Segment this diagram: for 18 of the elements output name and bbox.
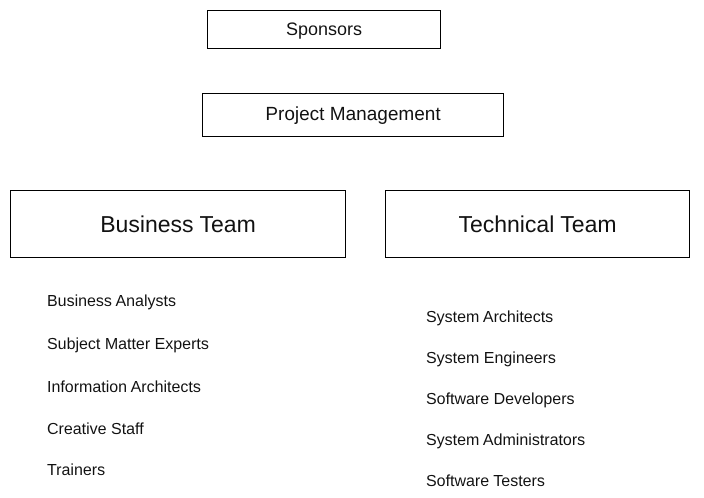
role-label: Business Analysts: [47, 293, 176, 311]
box-label: Technical Team: [458, 210, 617, 238]
role-label: Software Testers: [426, 473, 545, 491]
role-label: System Engineers: [426, 350, 556, 368]
role-label: Software Developers: [426, 391, 575, 409]
box-label: Project Management: [265, 104, 441, 126]
box-label: Business Team: [100, 210, 256, 238]
role-label: Creative Staff: [47, 421, 144, 439]
role-label: Information Architects: [47, 379, 201, 397]
team-box: [385, 190, 690, 258]
team-box: [10, 190, 346, 258]
team-box: [207, 10, 441, 49]
role-label: Trainers: [47, 462, 106, 480]
box-label: Sponsors: [286, 19, 362, 40]
role-label: Subject Matter Experts: [47, 336, 209, 354]
role-label: System Architects: [426, 309, 554, 327]
team-box: [202, 93, 504, 137]
role-label: System Administrators: [426, 432, 586, 450]
